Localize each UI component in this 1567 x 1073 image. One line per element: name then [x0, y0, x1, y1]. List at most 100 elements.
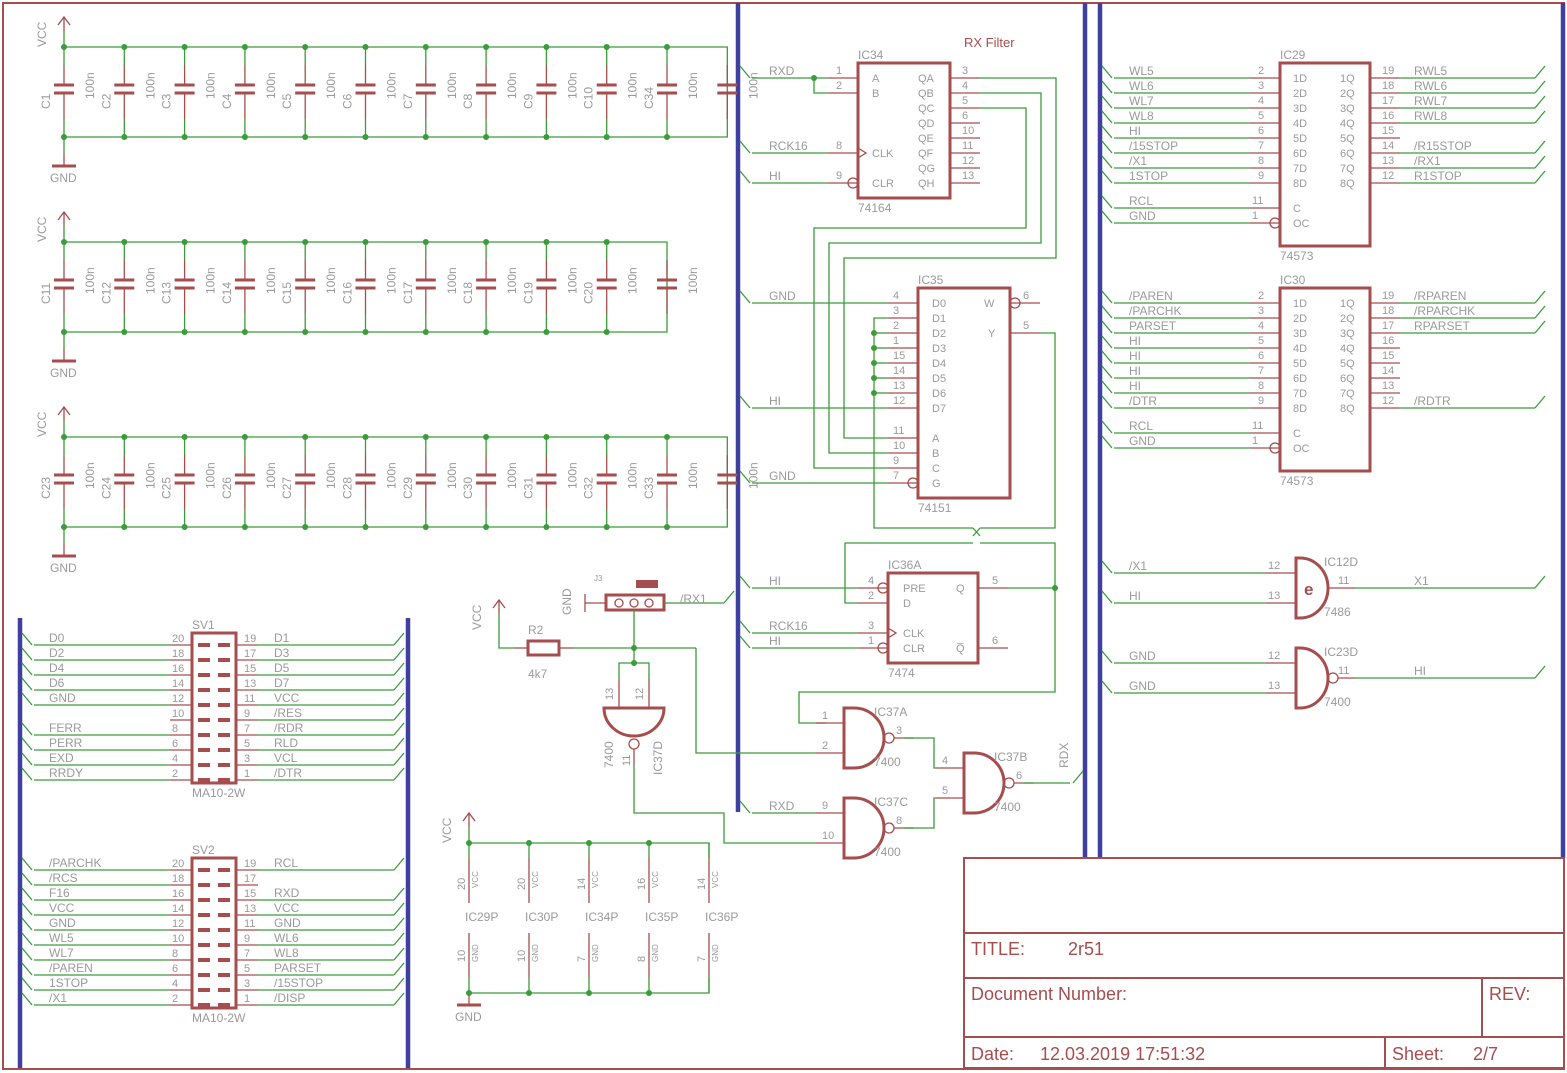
- wire[interactable]: [873, 317, 973, 529]
- wire[interactable]: [798, 542, 1056, 724]
- bus-entry[interactable]: [1534, 95, 1546, 109]
- bus-entry[interactable]: [1101, 420, 1113, 434]
- bus-entry[interactable]: [739, 635, 751, 649]
- wire[interactable]: [980, 332, 1056, 529]
- wire[interactable]: [813, 78, 828, 94]
- bus-entry[interactable]: [21, 647, 33, 661]
- bus-entry[interactable]: [1534, 290, 1546, 304]
- bus-entry[interactable]: [393, 722, 405, 736]
- bus-entry[interactable]: [393, 647, 405, 661]
- bus-entry[interactable]: [21, 872, 33, 886]
- bus-entry[interactable]: [1534, 140, 1546, 154]
- bus-entry[interactable]: [393, 992, 405, 1006]
- bus-entry[interactable]: [1101, 170, 1113, 184]
- bus-entry[interactable]: [21, 677, 33, 691]
- capacitor[interactable]: 100n: [657, 260, 700, 314]
- bus-entry[interactable]: [21, 947, 33, 961]
- capacitor[interactable]: 100n: [717, 65, 760, 119]
- bus-entry[interactable]: [1101, 350, 1113, 364]
- bus-entry[interactable]: [1101, 680, 1113, 694]
- bus-entry[interactable]: [21, 662, 33, 676]
- bus-entry[interactable]: [1101, 195, 1113, 209]
- bus-entry[interactable]: [393, 887, 405, 901]
- bus-entry[interactable]: [1101, 155, 1113, 169]
- wire[interactable]: [618, 662, 650, 679]
- bus-entry[interactable]: [739, 620, 751, 634]
- ic37-nand-gates[interactable]: IC37A7400123IC37B7400456IC37C74009108RDX…: [633, 648, 1084, 860]
- bus-entry[interactable]: [1534, 305, 1546, 319]
- bus-entry[interactable]: [1534, 65, 1546, 79]
- bus-entry[interactable]: [739, 140, 751, 154]
- bus-entry[interactable]: [1101, 320, 1113, 334]
- bus-entry[interactable]: [21, 857, 33, 871]
- bus-entry[interactable]: [21, 722, 33, 736]
- header-body[interactable]: [190, 631, 238, 785]
- bus-entry[interactable]: [393, 692, 405, 706]
- bus-entry[interactable]: [393, 902, 405, 916]
- bus-entry[interactable]: [393, 767, 405, 781]
- bus-entry[interactable]: [21, 632, 33, 646]
- bus-entry[interactable]: [739, 65, 751, 79]
- bus-entry[interactable]: [393, 947, 405, 961]
- bus-entry[interactable]: [393, 932, 405, 946]
- bus-entry[interactable]: [1534, 395, 1546, 409]
- ic35-multiplexer[interactable]: IC35741514D0GND3D12D21D315D414D513D612D7…: [739, 273, 1056, 537]
- bus-entry[interactable]: [21, 932, 33, 946]
- bus-entry[interactable]: [1101, 210, 1113, 224]
- bus-entry[interactable]: [1101, 65, 1113, 79]
- bus-entry[interactable]: [21, 902, 33, 916]
- bus-entry[interactable]: [393, 662, 405, 676]
- ic30-latch[interactable]: IC307457321D/PAREN1Q19/RPAREN32D/PARCHK2…: [1101, 273, 1546, 488]
- bus-entry[interactable]: [1534, 155, 1546, 169]
- bus-entry[interactable]: [723, 590, 735, 604]
- wire[interactable]: [904, 797, 936, 829]
- bus-entry[interactable]: [1534, 110, 1546, 124]
- bus-entry[interactable]: [21, 962, 33, 976]
- resistor-body[interactable]: [526, 639, 561, 657]
- bus-entry[interactable]: [393, 962, 405, 976]
- gate-body[interactable]: [602, 706, 666, 738]
- bus-entry[interactable]: [21, 917, 33, 931]
- wire[interactable]: [498, 614, 514, 649]
- bus-entry[interactable]: [1101, 140, 1113, 154]
- bus-entry[interactable]: [1101, 290, 1113, 304]
- bus-entry[interactable]: [1101, 435, 1113, 449]
- bus-entry[interactable]: [21, 737, 33, 751]
- bus-entry[interactable]: [1101, 395, 1113, 409]
- bus-entry[interactable]: [393, 752, 405, 766]
- wire[interactable]: [844, 542, 973, 604]
- bus-entry[interactable]: [1101, 560, 1113, 574]
- bus-entry[interactable]: [1101, 125, 1113, 139]
- bus-entry[interactable]: [1534, 320, 1546, 334]
- bus-entry[interactable]: [739, 395, 751, 409]
- bus-entry[interactable]: [393, 857, 405, 871]
- bus-entry[interactable]: [21, 992, 33, 1006]
- wire[interactable]: [904, 737, 936, 769]
